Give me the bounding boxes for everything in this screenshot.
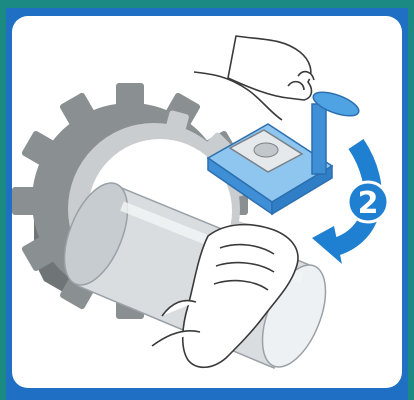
illustration-canvas: 2 bbox=[12, 16, 402, 388]
step-number: 2 bbox=[358, 186, 379, 221]
illustration: 2 bbox=[12, 16, 402, 388]
hand-icon bbox=[194, 36, 314, 120]
